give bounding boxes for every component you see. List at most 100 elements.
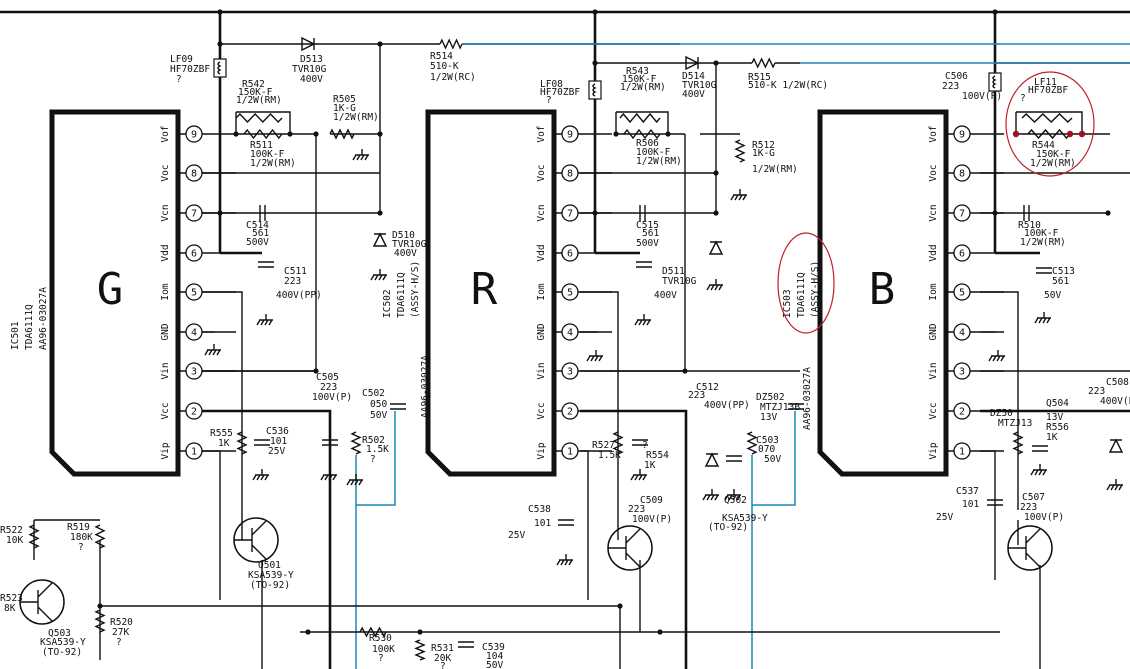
- pin-circle: [185, 204, 203, 222]
- resistor-symbol: [439, 38, 463, 50]
- part-label: 8K: [4, 603, 16, 614]
- part-label: C508: [1106, 377, 1129, 388]
- capacitor-symbol: [258, 261, 274, 268]
- pin-number: 7: [567, 209, 573, 220]
- part-label: 400V(PP): [704, 400, 750, 411]
- ground-icon: [556, 554, 573, 566]
- capacitor-symbol: [458, 641, 474, 648]
- part-label: ?: [378, 653, 384, 664]
- part-label: ?: [642, 440, 648, 451]
- pin-name: Vof: [536, 125, 547, 142]
- pin-circle: [953, 362, 971, 380]
- ic-body: [817, 109, 949, 477]
- part-label: C514: [246, 220, 269, 231]
- part-label: 223: [320, 382, 337, 393]
- pin-circle: [953, 402, 971, 420]
- ic-part: TDA6111Q: [24, 304, 35, 350]
- pin-name: GND: [928, 323, 939, 340]
- junction-dot: [313, 368, 319, 374]
- ic-layer: [49, 109, 971, 477]
- channel-letter: B: [869, 264, 896, 315]
- part-label: R543: [626, 66, 649, 77]
- part-label: 070: [758, 444, 775, 455]
- diode-symbol: [704, 452, 720, 467]
- part-label: TVR10G: [392, 239, 427, 250]
- part-label: 400V: [394, 248, 417, 259]
- resistor-symbol: [751, 57, 776, 69]
- capacitor-symbol: [987, 499, 1003, 506]
- part-label: 100K-F: [636, 147, 671, 158]
- part-label: Q504: [1046, 398, 1069, 409]
- part-label: 223: [1088, 386, 1105, 397]
- part-label: 100V(P): [1024, 512, 1064, 523]
- part-label: HF70ZBF: [1028, 85, 1068, 96]
- ground-icon: [370, 269, 387, 281]
- capacitor-symbol: [259, 205, 266, 221]
- pin-name: Vcn: [160, 204, 171, 221]
- wire: [616, 111, 669, 134]
- wire: [200, 450, 221, 600]
- part-label: 223: [1020, 502, 1037, 513]
- part-label: R555: [210, 428, 233, 439]
- pin-circle: [953, 204, 971, 222]
- part-label: 223: [628, 504, 645, 515]
- ic-body: [49, 109, 181, 477]
- junction-dot: [713, 210, 719, 216]
- inductor-symbol: [588, 80, 602, 100]
- part-label: 25V: [268, 446, 285, 457]
- inductor-coil: [217, 61, 222, 75]
- junction-dot: [992, 210, 998, 216]
- part-label: R502: [362, 435, 385, 446]
- transistor-leads: [1008, 528, 1041, 568]
- part-label: 1/2W(RM): [1030, 158, 1076, 169]
- part-label: R522: [0, 525, 23, 536]
- part-label: C538: [528, 504, 551, 515]
- pin-name: Voc: [160, 164, 171, 181]
- part-label: 1/2W(RM): [620, 82, 666, 93]
- pin-name: Vin: [536, 362, 547, 379]
- part-label: (TO-92): [42, 647, 82, 658]
- ic-body: [425, 109, 557, 477]
- part-label: R556: [1046, 422, 1069, 433]
- pin-circle: [185, 323, 203, 341]
- part-label: 1K: [218, 438, 230, 449]
- part-label: D511: [662, 266, 685, 277]
- pin-number: 2: [959, 407, 965, 418]
- resistor-symbol: [329, 128, 355, 140]
- part-label: 13V: [1046, 412, 1063, 423]
- part-label: 180K: [70, 532, 93, 543]
- part-label: D510: [392, 230, 415, 241]
- part-label: ?: [78, 542, 84, 553]
- part-label: 561: [1052, 276, 1069, 287]
- pin-number: 3: [191, 367, 197, 378]
- part-label: 561: [252, 228, 269, 239]
- capacitor-symbol: [322, 439, 338, 446]
- pin-name: Vip: [928, 442, 939, 459]
- pin-circle: [953, 244, 971, 262]
- part-label: R554: [646, 450, 669, 461]
- part-label: C536: [266, 426, 289, 437]
- wire: [200, 291, 243, 520]
- ground-icon: [1030, 464, 1047, 476]
- wire: [752, 411, 796, 506]
- part-label: D513: [300, 54, 323, 65]
- pin-number: 6: [959, 249, 965, 260]
- part-label: C509: [640, 495, 663, 506]
- junction-dot: [287, 131, 293, 137]
- junction-dot: [713, 170, 719, 176]
- part-label: 223: [942, 81, 959, 92]
- resistor-symbol: [734, 139, 746, 163]
- pin-name: Vin: [160, 362, 171, 379]
- pin-circle: [561, 283, 579, 301]
- diode-symbol: [685, 55, 700, 71]
- pin-number: 3: [567, 367, 573, 378]
- highlight-dot: [1012, 130, 1020, 138]
- junction-dot: [682, 368, 688, 374]
- part-label: D514: [682, 71, 705, 82]
- part-label: 50V: [1044, 290, 1061, 301]
- part-label: 510-K 1/2W(RC): [748, 80, 828, 91]
- part-label: TVR10G: [662, 276, 697, 287]
- resistor-symbol: [350, 431, 362, 455]
- pin-circle: [561, 323, 579, 341]
- part-label: TVR10G: [292, 64, 327, 75]
